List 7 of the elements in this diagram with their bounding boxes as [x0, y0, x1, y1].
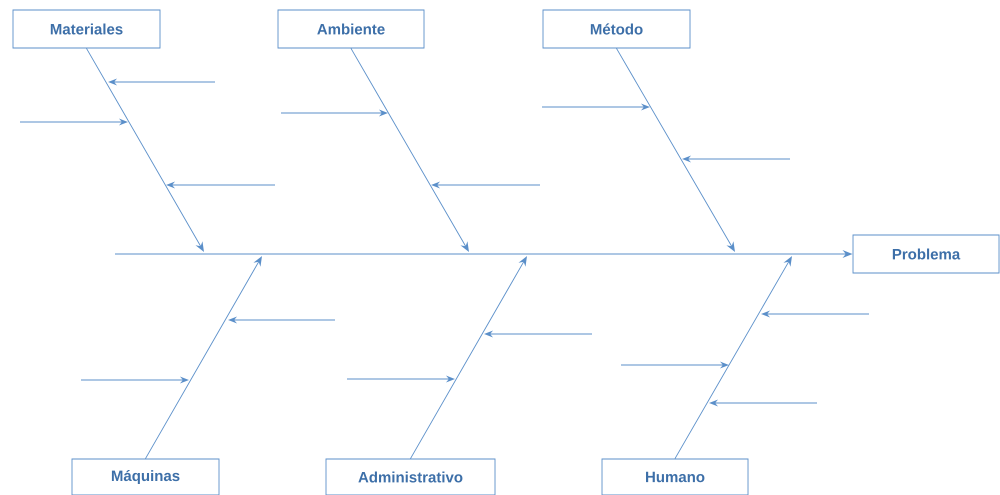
category-box: Administrativo: [326, 458, 496, 495]
category-box: Ambiente: [278, 10, 424, 48]
category-box: Máquinas: [72, 458, 220, 495]
category-box: Método: [542, 10, 690, 48]
category-box: Humano: [602, 458, 748, 495]
category-box: Problema: [852, 234, 1000, 274]
category-box: Materiales: [12, 10, 160, 48]
